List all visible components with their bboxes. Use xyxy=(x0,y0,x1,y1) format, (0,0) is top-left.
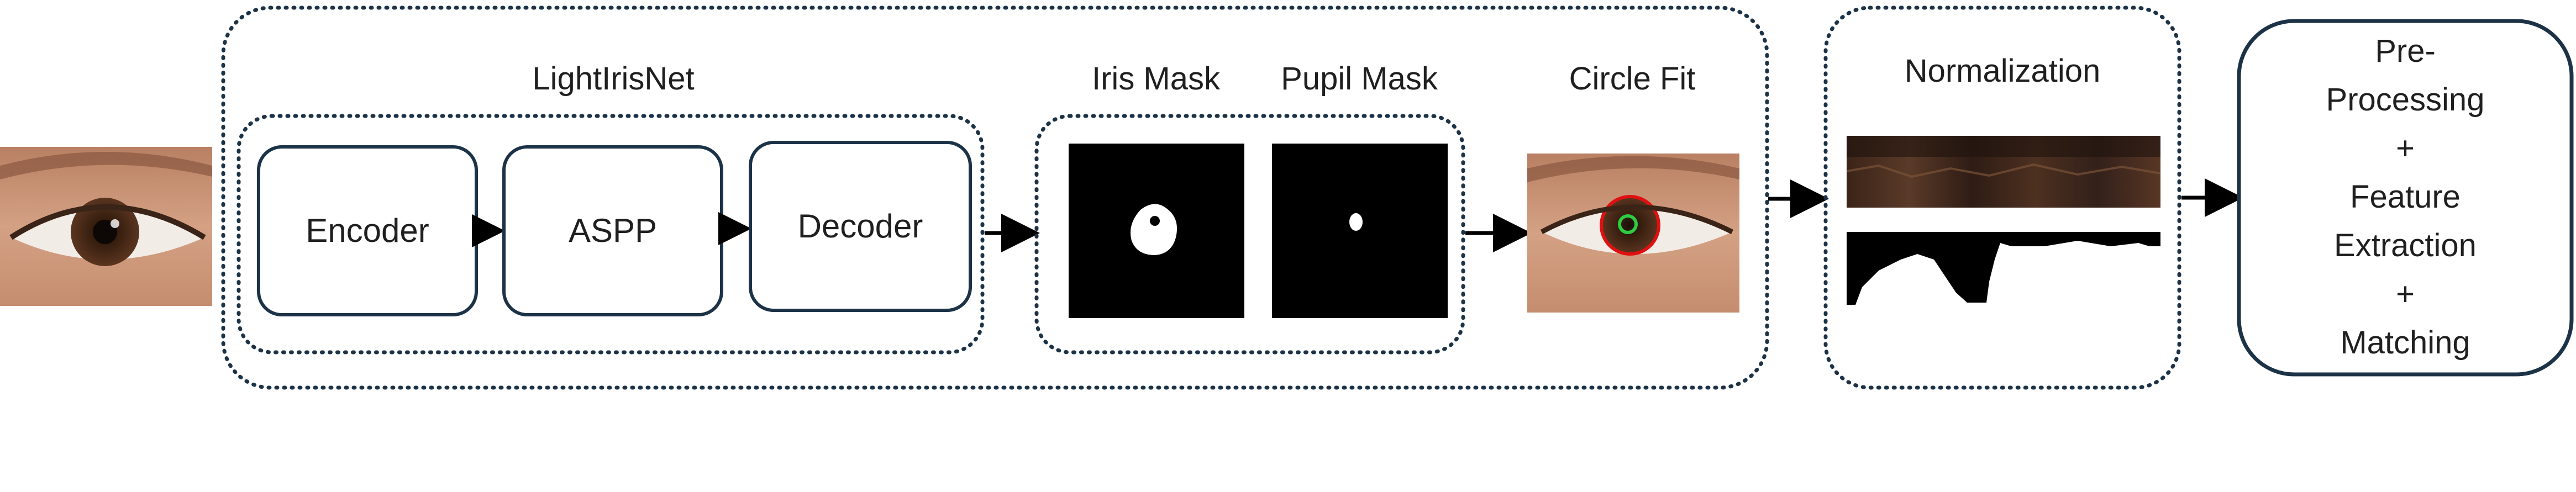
circle-fit-eye-image xyxy=(1527,154,1739,313)
iris-fit-circle xyxy=(1600,195,1660,256)
masks-container xyxy=(1034,114,1465,355)
final-line-3: + xyxy=(2396,130,2415,166)
decoder-label: Decoder xyxy=(798,208,923,245)
lightirisnet-container xyxy=(236,114,985,355)
pupil-fit-circle xyxy=(1618,214,1638,234)
final-line-5: Extraction xyxy=(2334,228,2477,263)
final-line-1: Pre- xyxy=(2375,33,2436,69)
final-line-4: Feature xyxy=(2350,179,2461,215)
normalized-mask-strip xyxy=(1847,232,2160,305)
pupil-mask-image xyxy=(1272,144,1448,318)
lightirisnet-title: LightIrisNet xyxy=(532,61,694,97)
normalization-title: Normalization xyxy=(1905,53,2101,89)
pupil-mask-title: Pupil Mask xyxy=(1281,61,1438,97)
final-line-6: + xyxy=(2396,276,2415,312)
final-line-7: Matching xyxy=(2340,325,2470,361)
segmentation-stage-container xyxy=(221,6,1769,390)
input-eye-image xyxy=(0,147,212,306)
matching-block xyxy=(2237,19,2574,377)
encoder-label: Encoder xyxy=(306,212,429,249)
iris-mask-title: Iris Mask xyxy=(1092,61,1221,97)
circle-fit-title: Circle Fit xyxy=(1569,61,1696,97)
normalized-iris-strip xyxy=(1846,136,2161,208)
normalization-container xyxy=(1823,6,2181,390)
final-line-2: Processing xyxy=(2326,82,2485,118)
decoder-box xyxy=(749,141,972,312)
iris-mask-image xyxy=(1069,144,1244,318)
aspp-label: ASPP xyxy=(569,212,657,249)
